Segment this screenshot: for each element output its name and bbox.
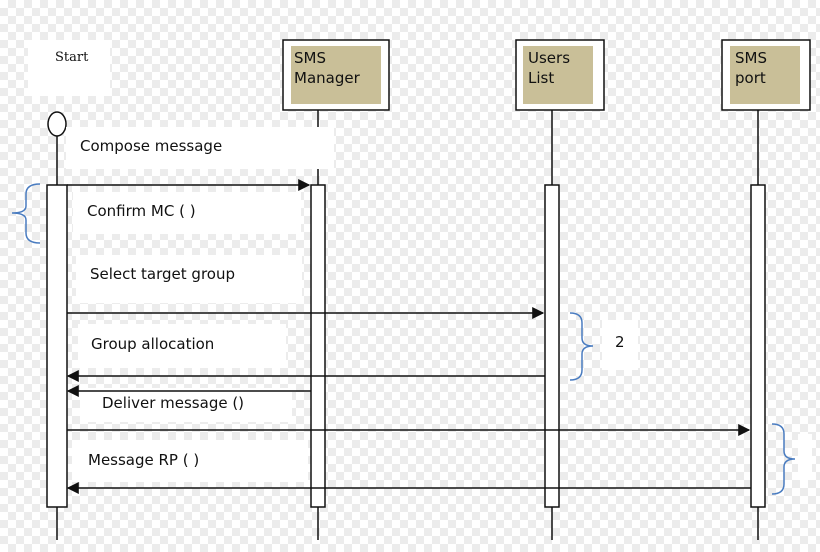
group-allocation-label: Group allocation <box>91 335 214 353</box>
users-list-label-1: Users <box>528 49 570 67</box>
confirm-mc-label: Confirm MC ( ) <box>87 202 196 220</box>
users-list-brace-icon <box>569 312 594 381</box>
annotation-box-empty <box>798 434 812 480</box>
sms-manager-activation-bar <box>310 184 326 508</box>
start-node <box>47 111 67 137</box>
start-actor: Start <box>28 40 110 96</box>
sms-port-brace-icon <box>771 423 796 495</box>
sms-port-label-1: SMS <box>735 49 767 67</box>
users-list-header: Users List <box>515 39 605 111</box>
sms-port-activation-bar <box>750 184 766 508</box>
users-list-label-2: List <box>528 69 554 87</box>
left-brace-icon <box>11 183 41 244</box>
select-target-group-label: Select target group <box>90 265 235 283</box>
sms-manager-header: SMS Manager <box>282 39 390 111</box>
start-label: Start <box>55 50 89 65</box>
sms-manager-label-2: Manager <box>294 69 361 87</box>
compose-message-label: Compose message <box>80 137 222 155</box>
sms-port-header: SMS port <box>721 39 811 111</box>
sms-manager-label-1: SMS <box>294 49 326 67</box>
annotation-box-2 <box>602 320 638 370</box>
deliver-message-label: Deliver message () <box>102 394 244 412</box>
message-rp-label: Message RP ( ) <box>88 451 199 469</box>
start-activation-bar <box>46 184 68 508</box>
annotation-2-label: 2 <box>615 333 625 351</box>
users-list-activation-bar <box>544 184 560 508</box>
sms-port-label-2: port <box>735 69 766 87</box>
